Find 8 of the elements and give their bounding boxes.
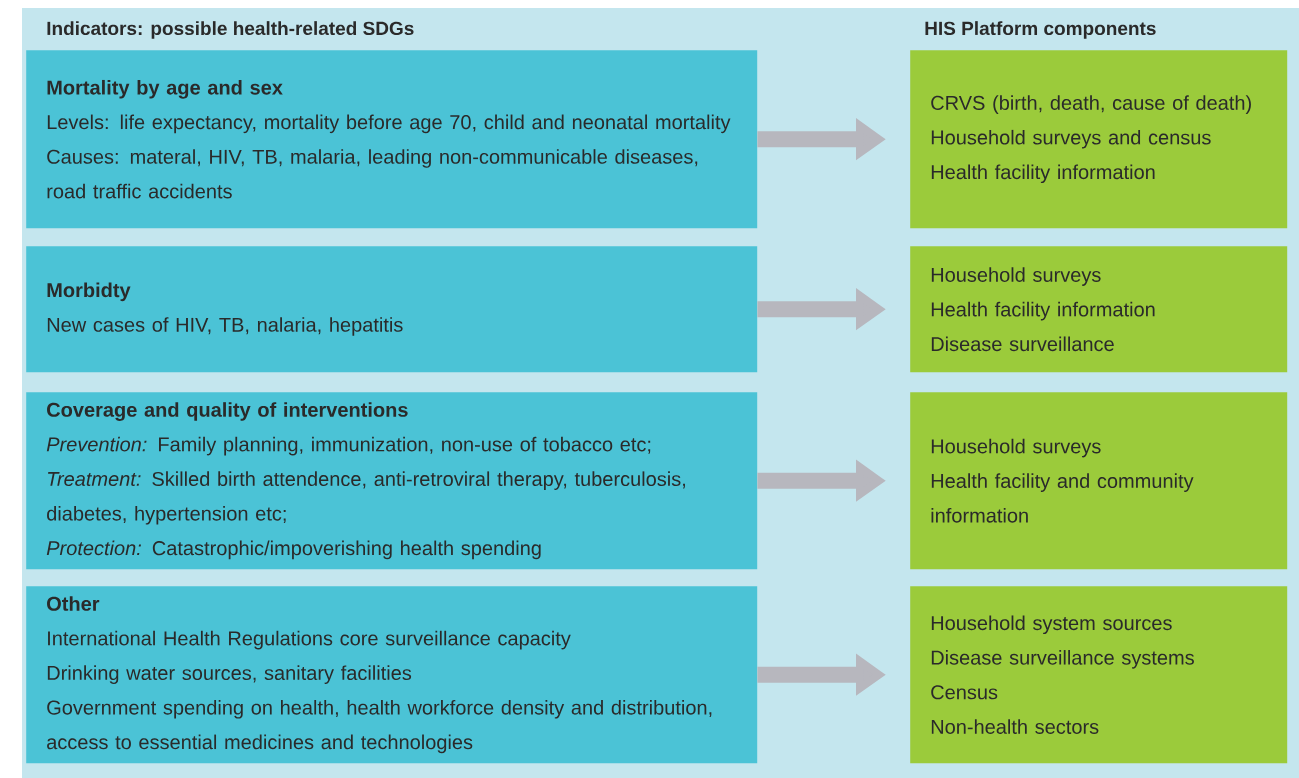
indicator-box: Other International Health Regulations core surveillance capacity Drinking water sources, sanitary facilities Government spending on health, health workforce density and distribution, access to essential medicines and technologies (26, 586, 758, 764)
indicator-box: Coverage and quality of interventions Prevention: Family planning, immunization, non-use of tobacco etc; Treatment: Skilled birth attendence, anti-retroviral therapy, tuberculosis, diabetes, hypertension etc; Protection: Catastrophic/impoverishing health spending (26, 392, 758, 570)
component-box: Household surveys Health facility information Disease surveillance (910, 246, 1288, 373)
indicator-box: Mortality by age and sex Levels: life expectancy, mortality before age 70, child and neonatal mortality Causes: materal, HIV, TB, malaria, leading non-communicable diseases, road traffic accidents (26, 50, 758, 229)
component-box: Household surveys Health facility and community information (910, 392, 1288, 570)
component-box: Household system sources Disease surveillance systems Census Non-health sectors (910, 586, 1288, 764)
indicator-box: Morbidty New cases of HIV, TB, nalaria, hepatitis (26, 246, 758, 373)
component-box: CRVS (birth, death, cause of death) Household surveys and census Health facility information (910, 50, 1288, 229)
